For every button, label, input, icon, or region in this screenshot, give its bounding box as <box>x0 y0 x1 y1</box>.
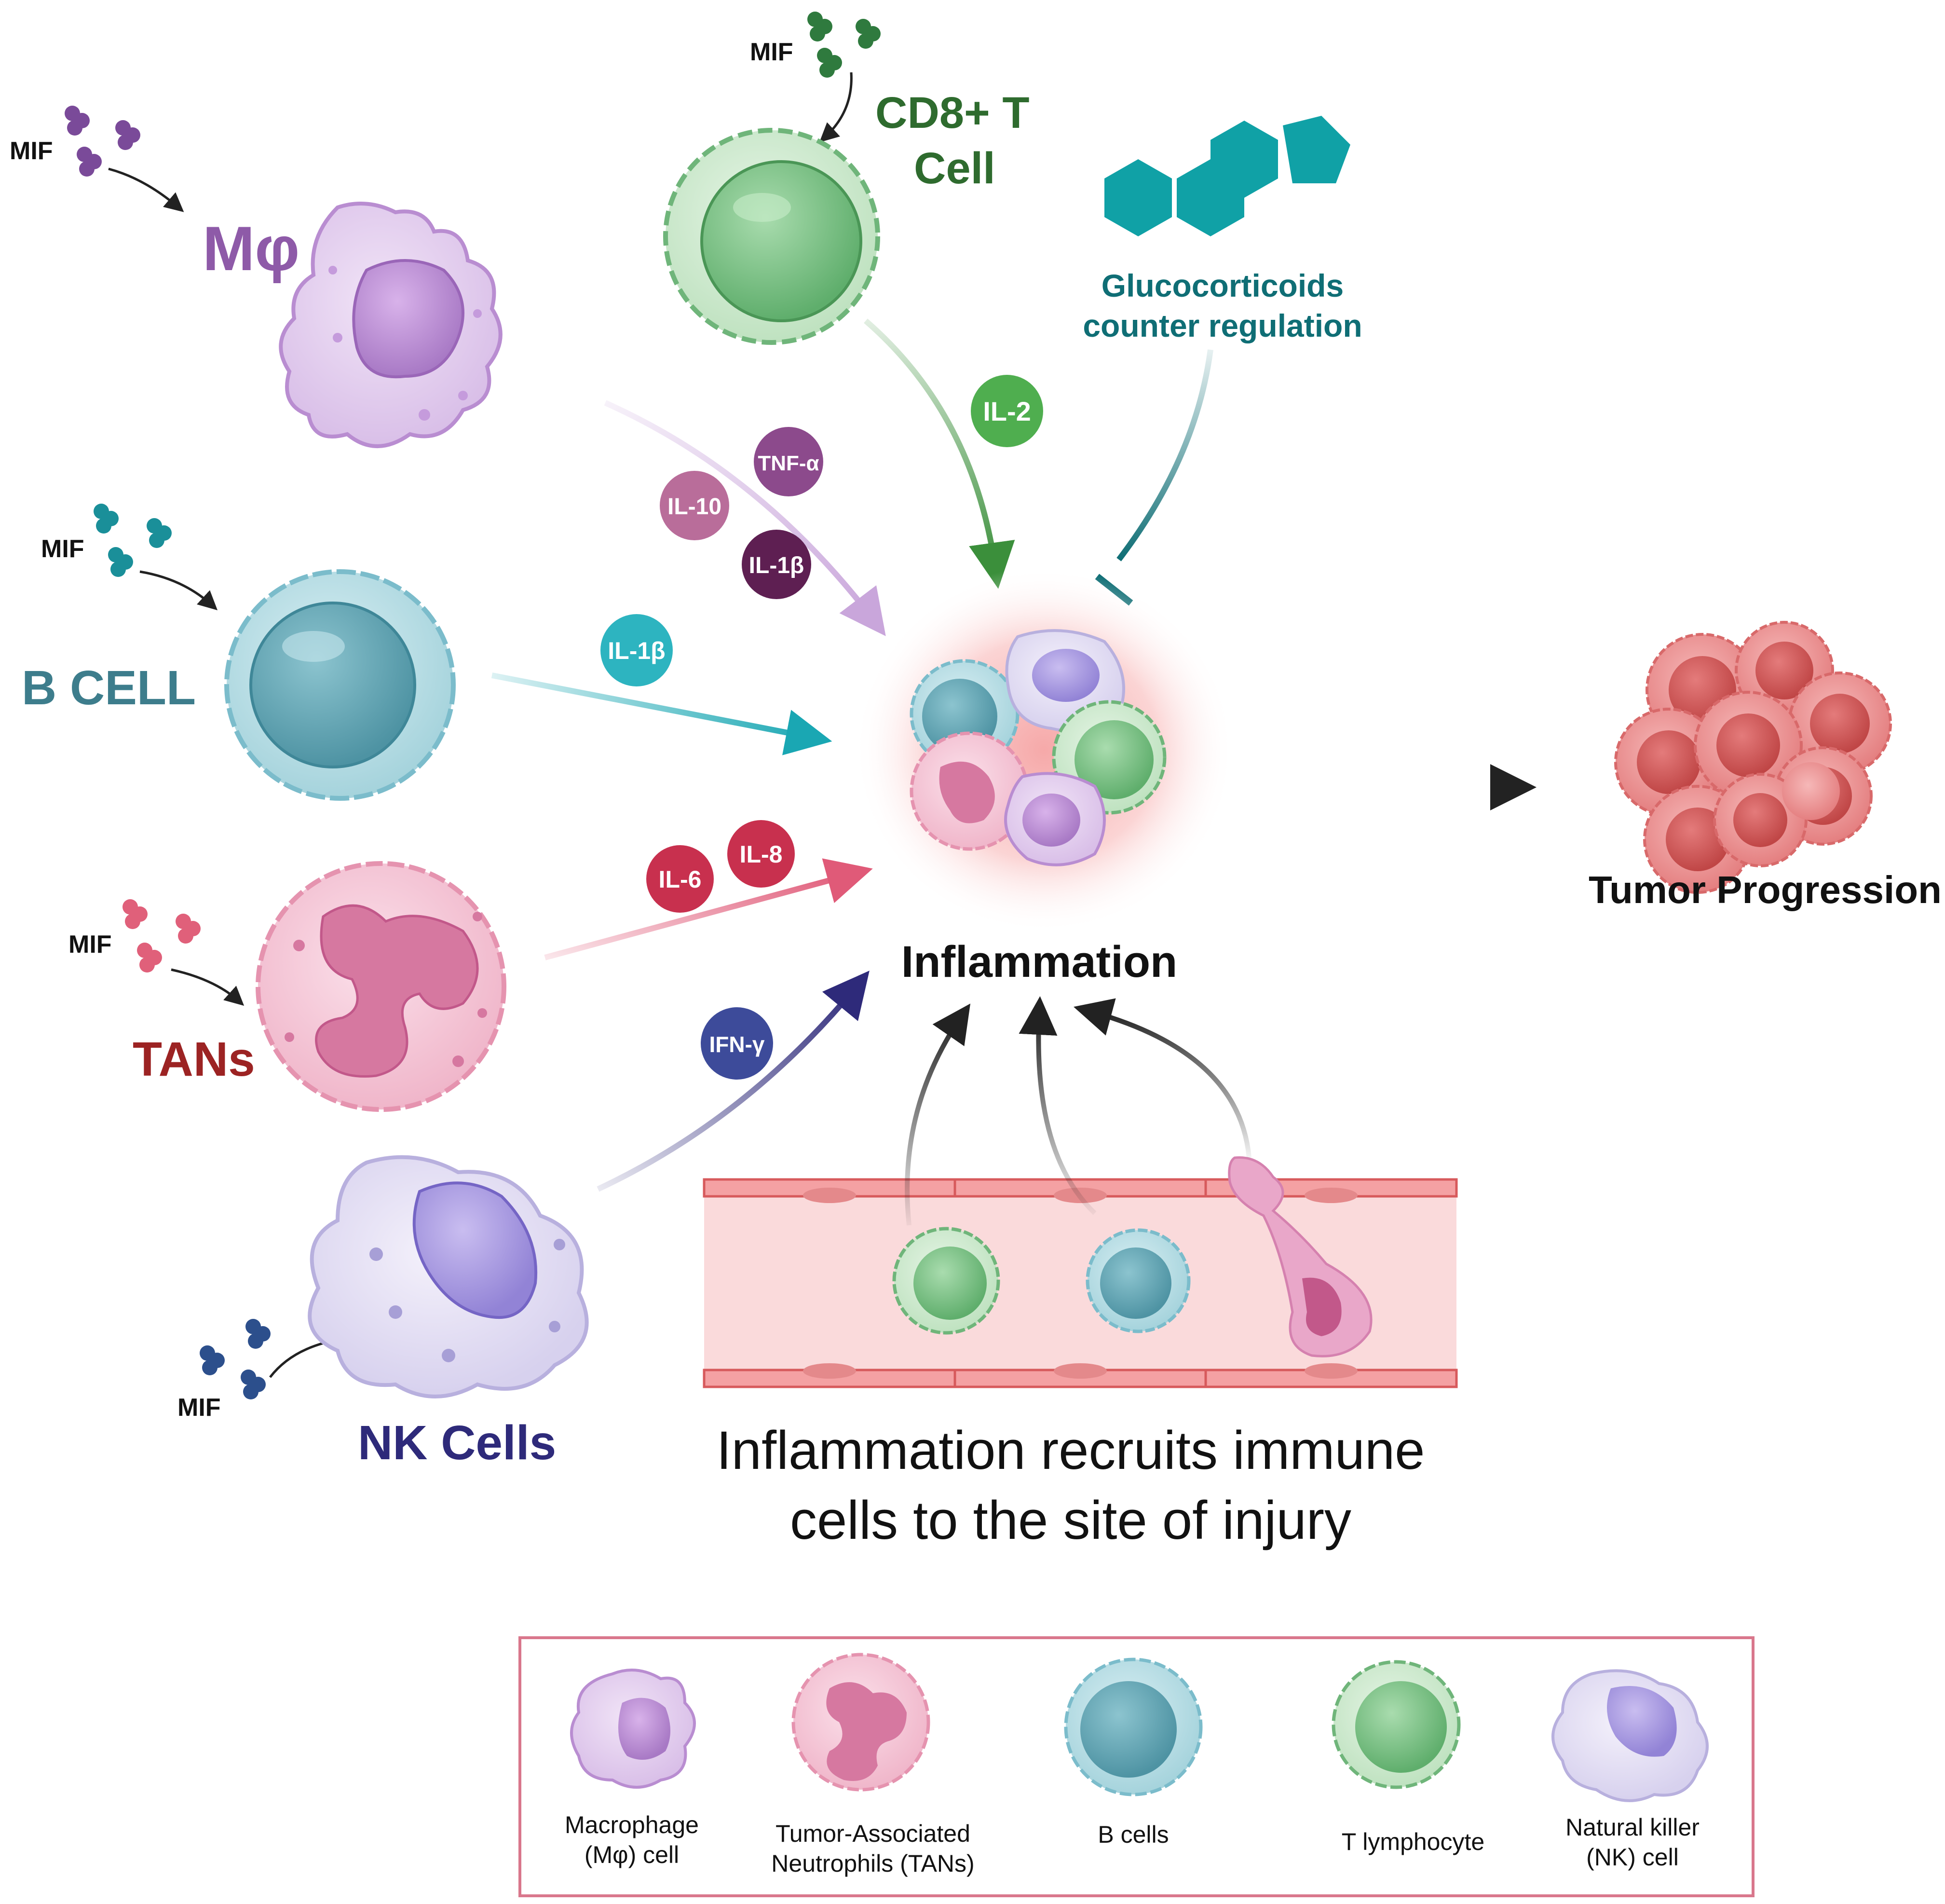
svg-text:IL-6: IL-6 <box>659 866 702 893</box>
cytokine-il8: IL-8 <box>727 820 795 888</box>
nk-label: NK Cells <box>358 1416 556 1470</box>
legend-macrophage-label-l1: Macrophage <box>565 1811 699 1838</box>
legend-tlymph-label: T lymphocyte <box>1342 1828 1484 1855</box>
svg-text:IL-1β: IL-1β <box>749 553 804 578</box>
cytokine-il10: IL-10 <box>660 471 729 540</box>
glucocorticoid-inhibition-line <box>1116 349 1213 562</box>
nk-cell <box>308 1155 589 1398</box>
cd8-arrow <box>864 318 1015 589</box>
vessel-t-cell <box>892 1227 1000 1335</box>
svg-text:IFN-γ: IFN-γ <box>709 1032 765 1057</box>
glucocorticoids-label-line1: Glucocorticoids <box>1102 268 1344 303</box>
legend-nk-label-l1: Natural killer <box>1565 1814 1700 1841</box>
recruit-arrow-1 <box>905 1003 971 1226</box>
cytokine-il2: IL-2 <box>971 375 1043 447</box>
mif-label-cd8: MIF <box>750 38 793 66</box>
inflammation-label: Inflammation <box>901 937 1177 986</box>
cytokine-il1b-macrophage: IL-1β <box>742 530 811 599</box>
glucocorticoid-molecule-icon <box>1104 116 1350 236</box>
svg-text:IL-10: IL-10 <box>667 494 721 520</box>
cytokine-ifng: IFN-γ <box>701 1007 773 1080</box>
cd8-t-cell <box>663 128 880 345</box>
legend-bcells-label: B cells <box>1098 1821 1169 1848</box>
svg-text:IL-8: IL-8 <box>740 841 783 868</box>
mif-cluster-macrophage <box>65 106 140 177</box>
legend-nk-icon <box>1551 1669 1709 1802</box>
mif-cluster-tans <box>122 899 201 973</box>
tans-label: TANs <box>133 1032 255 1086</box>
legend-macrophage-label-l2: (Mφ) cell <box>585 1841 679 1868</box>
legend-nk-label-l2: (NK) cell <box>1586 1844 1679 1871</box>
cytokine-il1b-bcell: IL-1β <box>600 614 673 686</box>
legend-macrophage-icon <box>570 1669 696 1789</box>
mif-label-bcell: MIF <box>41 535 84 563</box>
macrophage-arrow <box>604 400 886 636</box>
mif-cluster-nk <box>200 1319 271 1399</box>
recruit-caption-line1: Inflammation recruits immune <box>717 1420 1425 1480</box>
cd8-label-line2: Cell <box>914 144 995 193</box>
bcell-label: B CELL <box>22 661 196 715</box>
glucocorticoids-label-line2: counter regulation <box>1083 308 1362 343</box>
vessel-neutrophil-extravasating <box>1228 1156 1373 1357</box>
mif-label-tans: MIF <box>68 931 112 959</box>
mif-arrow-tans <box>171 968 245 1006</box>
bcell-arrow <box>491 672 832 755</box>
tans-arrow <box>544 858 873 960</box>
macrophage-label: Mφ <box>203 213 299 284</box>
nk-arrow <box>597 971 870 1192</box>
mif-label-nk: MIF <box>177 1394 221 1422</box>
inflammation-cluster <box>854 567 1235 933</box>
recruit-arrow-3 <box>1074 998 1251 1158</box>
legend-tans-icon <box>791 1653 930 1792</box>
svg-text:TNF-α: TNF-α <box>758 452 819 475</box>
mif-cluster-bcell <box>94 504 172 577</box>
recruit-caption-line2: cells to the site of injury <box>790 1490 1351 1550</box>
cytokine-tnf: TNF-α <box>754 427 823 496</box>
legend-box: Macrophage (Mφ) cell Tumor-Associated Ne… <box>518 1636 1755 1897</box>
cd8-label-line1: CD8+ T <box>875 88 1030 137</box>
mif-arrow-bcell <box>139 570 218 611</box>
tans-cell <box>256 861 506 1112</box>
b-cell <box>224 569 456 801</box>
recruit-arrow-2 <box>1019 996 1097 1215</box>
mif-label-macrophage: MIF <box>10 137 53 165</box>
mif-arrow-macrophage <box>108 167 184 212</box>
mif-cluster-cd8 <box>807 12 881 78</box>
legend-bcell-icon <box>1064 1657 1203 1796</box>
tumor-mass <box>1614 621 1892 894</box>
mif-arrow-cd8 <box>819 72 853 143</box>
svg-text:IL-1β: IL-1β <box>608 637 665 664</box>
legend-tlymph-icon <box>1332 1660 1461 1789</box>
tumor-progression-label: Tumor Progression <box>1589 868 1942 911</box>
svg-text:IL-2: IL-2 <box>983 396 1031 426</box>
macrophage-cell <box>279 202 503 448</box>
vessel-b-cell <box>1086 1228 1191 1333</box>
legend-tans-label-l1: Tumor-Associated <box>775 1820 970 1847</box>
cytokine-il6: IL-6 <box>646 845 714 913</box>
legend-tans-label-l2: Neutrophils (TANs) <box>771 1850 974 1877</box>
